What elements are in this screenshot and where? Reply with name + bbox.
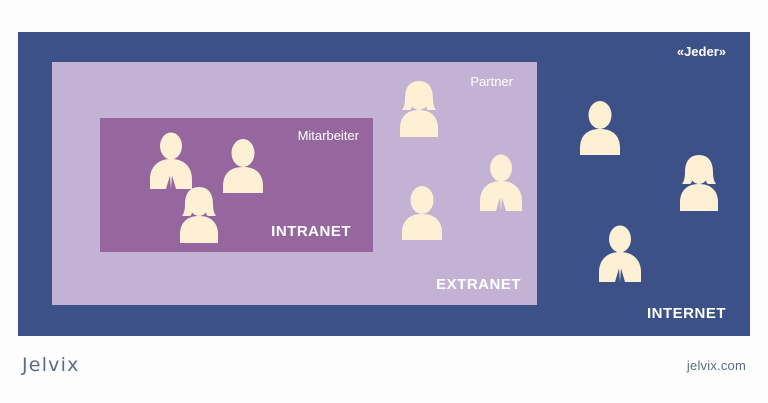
person-plain-icon — [400, 185, 444, 241]
intranet-zone: Mitarbeiter INTRANET — [100, 118, 373, 252]
person-woman-icon — [676, 154, 722, 212]
extranet-zone: Partner EXTRANET — [52, 62, 537, 305]
intranet-group-label: Mitarbeiter — [297, 128, 359, 143]
person-woman-icon — [176, 186, 222, 244]
person-woman-icon — [396, 80, 442, 138]
intranet-zone-title: INTRANET — [271, 223, 351, 240]
extranet-group-label: Partner — [470, 74, 513, 89]
site-url-label: jelvix.com — [686, 358, 746, 373]
person-man-tie-icon — [596, 225, 644, 283]
extranet-zone-title: EXTRANET — [436, 276, 521, 293]
footer: Jelvix jelvix.com — [0, 336, 768, 403]
internet-group-label: «Jeder» — [676, 44, 726, 59]
brand-logo: Jelvix — [22, 354, 80, 376]
person-plain-icon — [578, 100, 622, 156]
person-plain-icon — [221, 138, 265, 194]
internet-zone-title: INTERNET — [647, 305, 726, 322]
person-man-tie-icon — [477, 154, 525, 212]
person-man-tie-icon — [147, 132, 195, 190]
internet-zone: «Jeder» INTERNET Partner — [18, 32, 750, 336]
